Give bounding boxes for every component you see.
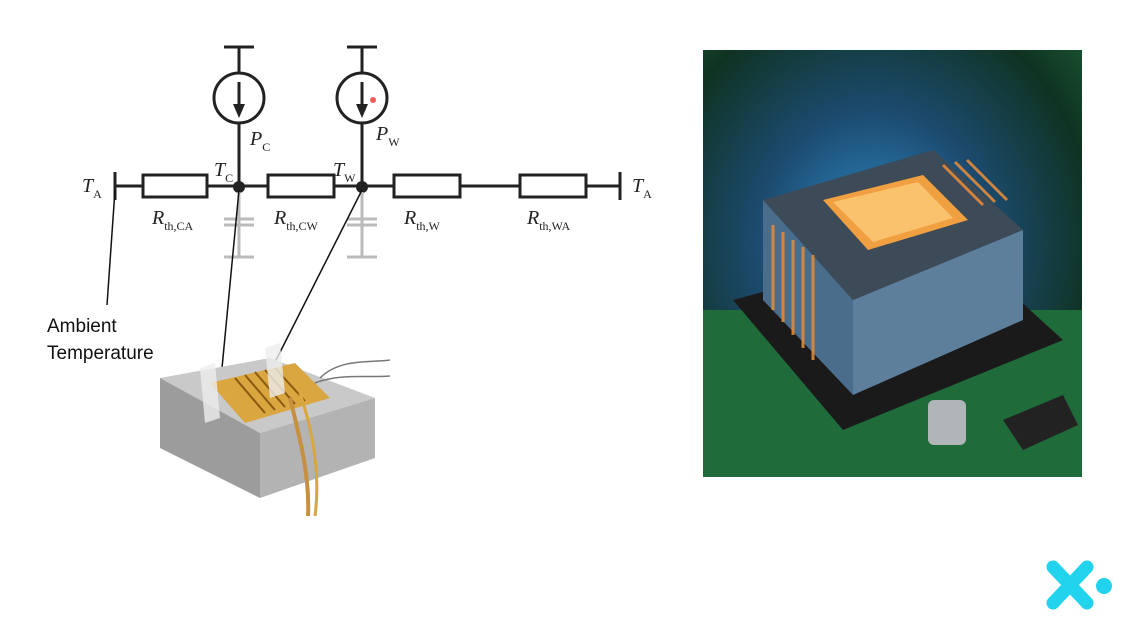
- cursor-dot: [370, 97, 376, 103]
- resistor-rth-cw: [266, 173, 336, 199]
- ambient-line1: Ambient: [47, 316, 117, 337]
- label-rth-cw: Rth,CW: [273, 207, 319, 233]
- node-tw: [356, 181, 368, 193]
- label-tw: TW: [333, 159, 356, 185]
- label-tc: TC: [214, 159, 233, 185]
- ambient-line2: Temperature: [47, 343, 154, 364]
- label-pw: PW: [375, 123, 400, 149]
- arrow-icons: [233, 82, 368, 118]
- inductor-on-pcb-image: [703, 50, 1082, 477]
- resistor-rth-ca: [141, 173, 209, 199]
- label-ta-right: TA: [632, 175, 652, 201]
- label-rth-wa: Rth,WA: [526, 207, 571, 233]
- ambient-temperature-label: Ambient Temperature: [47, 313, 154, 367]
- capacitor-symbols: [224, 192, 377, 259]
- label-ta-left: TA: [82, 175, 102, 201]
- label-rth-ca: Rth,CA: [151, 207, 194, 233]
- label-rth-w: Rth,W: [403, 207, 441, 233]
- transformer-photo: [160, 343, 390, 516]
- thermal-circuit-diagram: TA TA TC TW PC PW Rth,CA Rth,CW Rth,W Rt…: [82, 45, 652, 383]
- brand-logo-icon: [1046, 560, 1112, 610]
- leader-lines: [106, 189, 363, 383]
- label-pc: PC: [249, 128, 270, 154]
- resistor-rth-w: [392, 173, 462, 199]
- resistor-rth-wa: [518, 173, 588, 199]
- node-tc: [233, 181, 245, 193]
